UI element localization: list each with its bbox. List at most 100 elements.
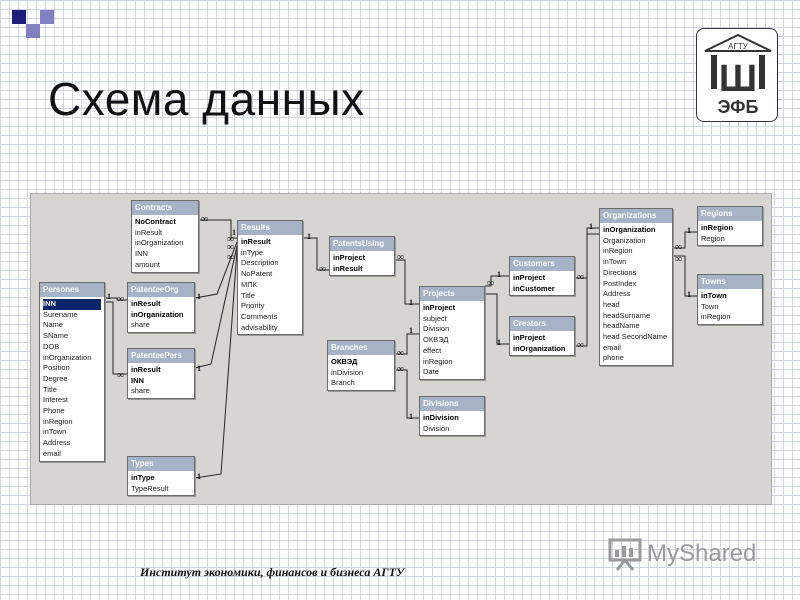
table-field[interactable]: head — [603, 299, 620, 309]
table-field[interactable]: INN — [135, 249, 148, 259]
table-field[interactable]: Title — [43, 384, 57, 394]
table-field[interactable]: inRegion — [603, 246, 633, 256]
table-field[interactable]: Comments — [241, 311, 278, 321]
table-field[interactable]: Division — [423, 423, 450, 433]
table-field[interactable]: inOrganization — [43, 352, 92, 362]
table-title[interactable]: Regions — [698, 207, 762, 221]
table-field[interactable]: share — [131, 320, 150, 330]
table-field[interactable]: inResult — [333, 263, 363, 273]
table-field[interactable]: Date — [423, 367, 439, 377]
table-field[interactable]: Title — [241, 290, 255, 300]
table-field[interactable]: subject — [423, 313, 447, 323]
table-field[interactable]: inResult — [135, 227, 163, 237]
table-field[interactable]: inOrganization — [603, 225, 656, 234]
table-field[interactable]: inType — [241, 247, 264, 257]
table-field[interactable]: email — [603, 342, 621, 352]
table-field[interactable]: phone — [603, 353, 624, 363]
table-field[interactable]: inTown — [701, 291, 727, 300]
table-field[interactable]: headSurname — [603, 310, 651, 320]
table-field[interactable]: ОКВЭД — [423, 335, 449, 345]
table-field[interactable]: share — [131, 386, 150, 396]
table-field[interactable]: INN — [131, 375, 144, 385]
table-field[interactable]: inResult — [131, 299, 161, 308]
table-field[interactable]: effect — [423, 345, 442, 355]
table-field[interactable]: headName — [603, 321, 640, 331]
table-field[interactable]: Phone — [43, 406, 65, 416]
table-field[interactable]: advisability — [241, 322, 278, 332]
table-field[interactable]: inType — [131, 473, 155, 482]
table-title[interactable]: Organizations — [600, 209, 672, 223]
table-field[interactable]: Name — [43, 320, 64, 330]
table-field[interactable]: Division — [423, 324, 450, 334]
table-field[interactable]: Description — [241, 258, 279, 268]
table-title[interactable]: Customers — [510, 257, 574, 271]
table-field[interactable]: Priority — [241, 301, 265, 311]
table-field[interactable]: NoContract — [135, 217, 176, 226]
table-field[interactable]: email — [43, 448, 61, 458]
table-title[interactable]: Creators — [510, 317, 574, 331]
table-field[interactable]: Directions — [603, 267, 637, 277]
table-field[interactable]: МПК — [241, 279, 258, 289]
table-field[interactable]: inOrganization — [131, 309, 184, 319]
table-field[interactable]: inTown — [43, 427, 67, 437]
table-field[interactable]: inCustomer — [513, 283, 555, 293]
table-field[interactable]: INN — [43, 299, 101, 310]
table-title[interactable]: Persones — [40, 283, 104, 297]
table-field[interactable]: Surename — [43, 309, 78, 319]
table-field[interactable]: NoPatent — [241, 269, 273, 279]
table-field[interactable]: Interest — [43, 395, 69, 405]
table-field[interactable]: ОКВЭД — [331, 357, 358, 366]
table-title[interactable]: PatenteePers — [128, 349, 194, 363]
table-title[interactable]: Towns — [698, 275, 762, 289]
table-field[interactable]: Address — [603, 289, 631, 299]
table-field[interactable]: Town — [701, 301, 719, 311]
table-title[interactable]: Divisions — [420, 397, 484, 411]
table-title[interactable]: Branches — [328, 341, 394, 355]
table-field[interactable]: inRegion — [423, 356, 453, 366]
table-field[interactable]: inRegion — [43, 416, 73, 426]
table-title[interactable]: Types — [128, 457, 194, 471]
table-field[interactable]: amount — [135, 259, 161, 269]
table-field[interactable]: SName — [43, 331, 69, 341]
table-field[interactable]: Branch — [331, 378, 355, 388]
table-field[interactable]: Organization — [603, 235, 646, 245]
table-field[interactable]: inResult — [131, 365, 161, 374]
table-field[interactable]: inOrganization — [135, 238, 184, 248]
table-field[interactable]: inProject — [513, 333, 546, 342]
table-field[interactable]: Address — [43, 438, 71, 448]
table-field[interactable]: head SecondName — [603, 332, 668, 342]
table-field[interactable]: Position — [43, 363, 70, 373]
table-field[interactable]: TypeResult — [131, 483, 169, 493]
table-field[interactable]: PostIndex — [603, 278, 637, 288]
table-field[interactable]: Region — [701, 233, 725, 243]
table-field[interactable]: inTown — [603, 257, 627, 267]
table-field[interactable]: inProject — [333, 253, 366, 262]
table-field[interactable]: inDivision — [331, 367, 364, 377]
table-field[interactable]: DOB — [43, 341, 60, 351]
table-title[interactable]: Contracts — [132, 201, 198, 215]
table-title[interactable]: Projects — [420, 287, 484, 301]
table-field[interactable]: Degree — [43, 373, 68, 383]
table-field[interactable]: inOrganization — [513, 343, 566, 353]
table-field[interactable]: inDivision — [423, 413, 459, 422]
table-title[interactable]: Results — [238, 221, 302, 235]
table-title[interactable]: PatentsUsing — [330, 237, 394, 251]
table-field[interactable]: inProject — [423, 303, 456, 312]
table-field[interactable]: inResult — [241, 237, 271, 246]
table-field[interactable]: inRegion — [701, 223, 734, 232]
table-field[interactable]: inProject — [513, 273, 546, 282]
